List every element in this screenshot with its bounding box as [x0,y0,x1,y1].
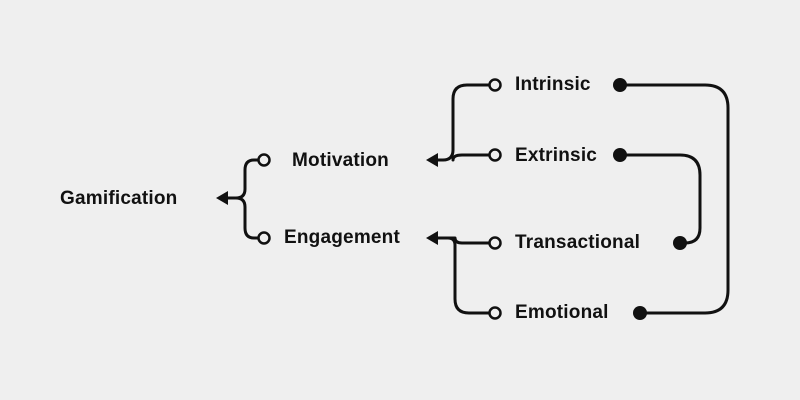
connector-gamification-motivation [224,158,266,200]
connector-motivation-extrinsic [451,153,495,162]
filled-dot-extrinsic [613,148,627,162]
open-dot-engagement [257,231,271,245]
connector-gamification-engagement [234,196,266,240]
node-intrinsic: Intrinsic [515,74,591,95]
node-emotional: Emotional [515,302,609,323]
arrowhead-gamification [216,191,228,205]
link-extrinsic-transactional [618,153,702,245]
filled-dot-intrinsic [613,78,627,92]
node-motivation: Motivation [292,150,389,171]
open-dot-intrinsic [488,78,502,92]
node-extrinsic: Extrinsic [515,145,597,166]
connector-engagement-transactional [434,236,495,245]
open-dot-motivation [257,153,271,167]
filled-dot-transactional [673,236,687,250]
node-gamification: Gamification [60,188,177,209]
connector-motivation-intrinsic [434,83,495,162]
node-transactional: Transactional [515,232,640,253]
node-engagement: Engagement [284,227,400,248]
arrowhead-engagement [426,231,438,245]
link-intrinsic-emotional [618,83,730,315]
arrowhead-motivation [426,153,438,167]
connector-engagement-emotional [446,236,495,315]
open-dot-extrinsic [488,148,502,162]
open-dot-transactional [488,236,502,250]
filled-dot-emotional [633,306,647,320]
open-dot-emotional [488,306,502,320]
